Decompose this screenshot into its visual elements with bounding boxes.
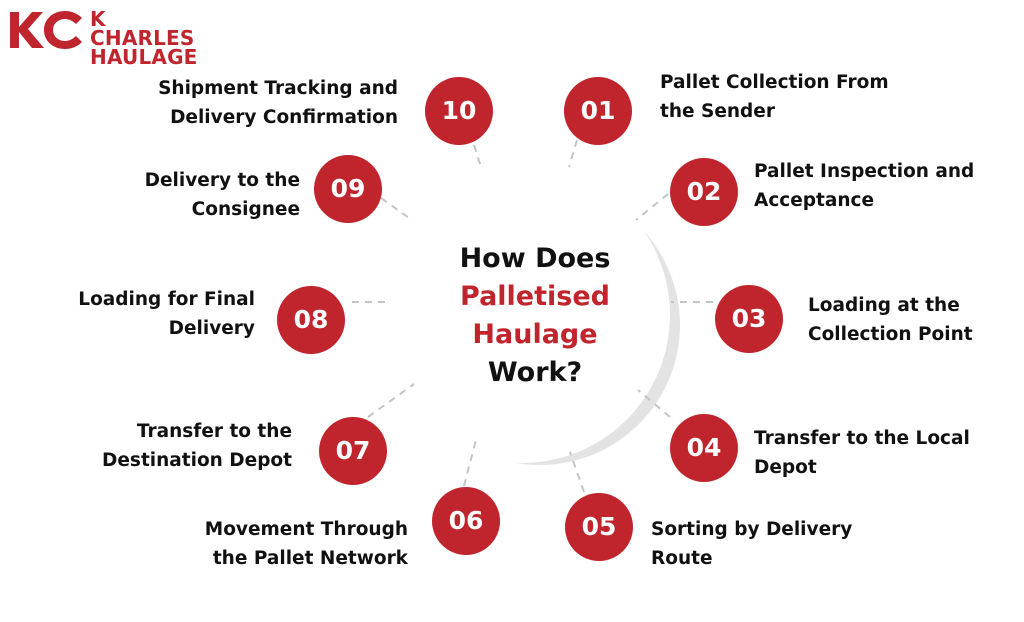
step-label-10: Shipment Tracking and Delivery Confirmat…	[158, 74, 398, 132]
connector-line-07	[367, 383, 415, 418]
step-label-01-line2: the Sender	[660, 101, 775, 122]
connector-line-06	[463, 439, 477, 487]
step-circle-06: 06	[432, 487, 500, 555]
step-circle-08: 08	[277, 286, 345, 354]
step-label-05: Sorting by Delivery Route	[651, 515, 852, 573]
step-label-08-line2: Delivery	[168, 318, 255, 339]
connector-line-10	[473, 144, 482, 168]
connector-lines	[352, 139, 713, 493]
step-label-07: Transfer to the Destination Depot	[102, 417, 292, 475]
step-label-08: Loading for Final Delivery	[78, 285, 255, 343]
kc-logo-mark	[10, 11, 82, 49]
brand-name: K CHARLES HAULAGE	[90, 7, 210, 69]
title-line-4: Work?	[487, 357, 583, 388]
step-circle-03: 03	[715, 285, 783, 353]
step-label-02-line1: Pallet Inspection and	[754, 161, 975, 182]
step-label-07-line2: Destination Depot	[102, 450, 292, 471]
step-label-04-line1: Transfer to the Local	[754, 428, 970, 449]
step-label-05-line2: Route	[651, 548, 713, 569]
step-circle-02: 02	[670, 158, 738, 226]
step-label-07-line1: Transfer to the	[136, 421, 292, 442]
connector-line-09	[380, 197, 413, 221]
brand-name-line2: HAULAGE	[90, 45, 198, 69]
connector-line-04	[637, 389, 671, 418]
step-label-01: Pallet Collection From the Sender	[660, 68, 889, 126]
title-line-1: How Does	[459, 243, 611, 274]
step-label-09: Delivery to the Consignee	[145, 166, 300, 224]
step-label-06: Movement Through the Pallet Network	[205, 515, 408, 573]
step-label-01-line1: Pallet Collection From	[660, 72, 889, 93]
step-label-06-line2: the Pallet Network	[212, 548, 408, 569]
step-label-05-line1: Sorting by Delivery	[651, 519, 853, 540]
step-circle-01: 01	[564, 77, 632, 145]
step-label-02-line2: Acceptance	[754, 190, 875, 211]
step-label-03-line2: Collection Point	[808, 324, 973, 345]
brand-name-line1: K CHARLES	[90, 7, 195, 50]
step-label-04: Transfer to the Local Depot	[754, 424, 970, 482]
step-circle-09: 09	[314, 155, 382, 223]
step-label-08-line1: Loading for Final	[78, 289, 255, 310]
connector-line-02	[635, 193, 669, 221]
title-line-2: Palletised	[460, 281, 610, 312]
title-line-3: Haulage	[472, 319, 598, 350]
step-label-10-line2: Delivery Confirmation	[170, 107, 398, 128]
step-label-09-line2: Consignee	[191, 199, 300, 220]
crescent-shape	[400, 185, 680, 465]
connector-line-01	[568, 139, 578, 168]
step-label-10-line1: Shipment Tracking and	[158, 78, 398, 99]
step-label-03-line1: Loading at the	[808, 295, 960, 316]
brand-logo: K CHARLES HAULAGE	[10, 9, 210, 67]
diagram-title: How Does Palletised Haulage Work?	[420, 240, 650, 392]
step-circle-05: 05	[565, 493, 633, 561]
step-label-02: Pallet Inspection and Acceptance	[754, 157, 974, 215]
step-circle-10: 10	[425, 77, 493, 145]
step-label-03: Loading at the Collection Point	[808, 291, 973, 349]
step-circle-04: 04	[670, 414, 738, 482]
step-label-04-line2: Depot	[754, 457, 817, 478]
step-label-09-line1: Delivery to the	[144, 170, 300, 191]
step-circle-07: 07	[319, 417, 387, 485]
step-label-06-line1: Movement Through	[204, 519, 408, 540]
